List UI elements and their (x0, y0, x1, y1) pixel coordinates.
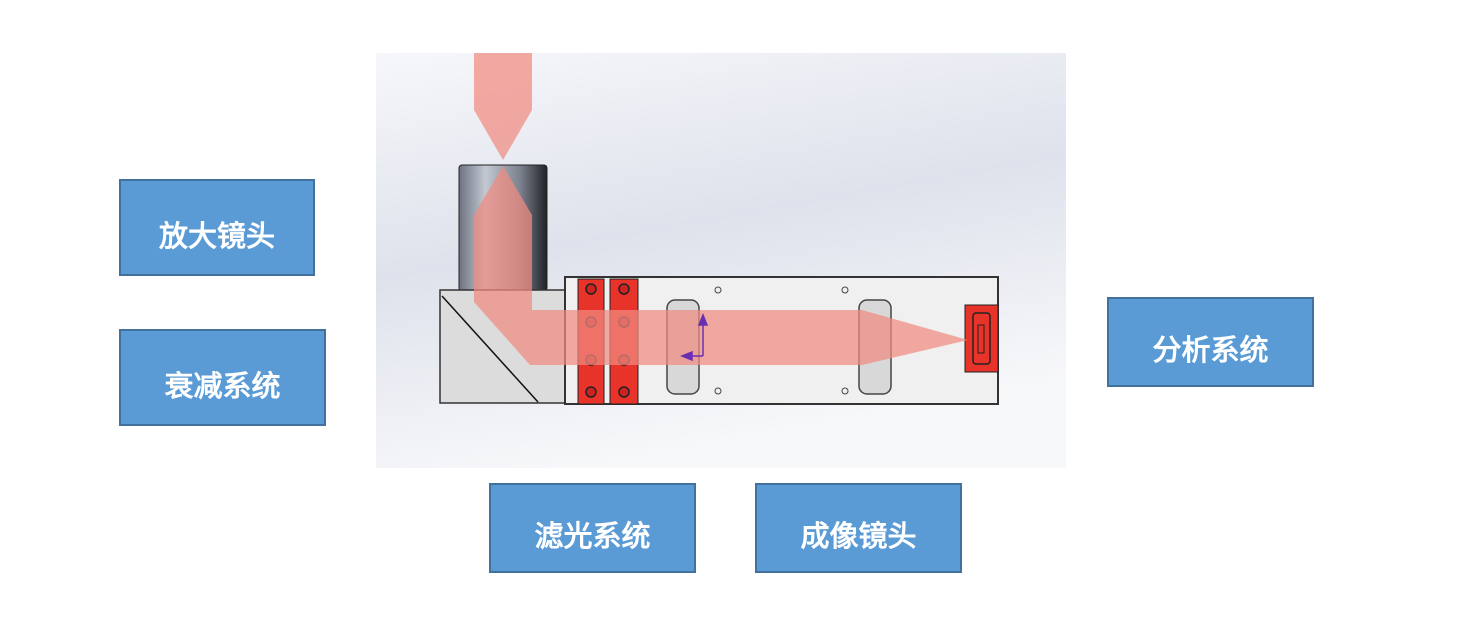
laser-beam (474, 53, 968, 365)
label-filter-system: 滤光系统 (489, 483, 696, 573)
label-magnifying-lens: 放大镜头 (119, 179, 315, 276)
label-imaging-lens: 成像镜头 (755, 483, 962, 573)
axis-marker-icon (679, 312, 709, 362)
label-analysis-system: 分析系统 (1107, 297, 1314, 387)
label-attenuation-system: 衰减系统 (119, 329, 326, 426)
analysis-connector (964, 304, 999, 373)
